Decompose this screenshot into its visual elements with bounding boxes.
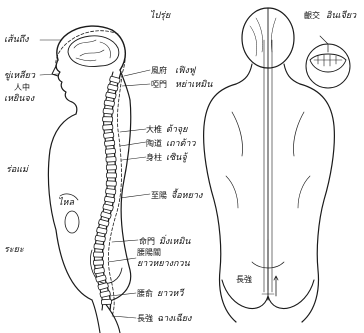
point-thai: ยาวหวี [157, 288, 185, 299]
vertebra [105, 92, 116, 99]
point-han: 啞門 [151, 80, 167, 89]
vertebra [104, 140, 114, 146]
vertebra [94, 244, 104, 250]
vertebra [103, 132, 114, 138]
vertebra [106, 181, 116, 187]
point-han: 腰陽關 [137, 248, 161, 257]
point-thai: เฟิงฟู [175, 65, 197, 76]
vertebra [94, 267, 105, 273]
point-han: 長強 [137, 313, 153, 323]
point-han: 至陽 [151, 191, 167, 200]
point-thai: หย่าเหมิน [175, 79, 213, 90]
vertebra [96, 227, 107, 234]
title-label: ไปรุ่ย [150, 9, 171, 21]
point-thai: เถาต้าว [166, 138, 196, 149]
point-thai: มิ่งเหมิน [159, 234, 191, 247]
point-han: 陶道 [146, 138, 162, 148]
point-thai: เซินจู้ [166, 152, 189, 163]
mouth-inset [306, 36, 350, 88]
point-thai: จื้อหยาง [171, 188, 203, 201]
mouth-thai-label: อินเจียว [326, 10, 357, 21]
vertebra [103, 204, 114, 211]
vertebra [105, 189, 115, 195]
sacrum-han-label: 長強 [236, 274, 252, 284]
vertebra [100, 291, 111, 298]
point-han: 腰俞 [137, 288, 153, 298]
point-han: 身柱 [146, 152, 162, 162]
vertebra [98, 282, 109, 290]
vertebra [98, 219, 109, 226]
label-top-head: เส้นถึง [4, 34, 29, 45]
vertebra [93, 252, 103, 257]
point-han: 命門 [139, 236, 155, 246]
label-belly: ไหล [58, 196, 74, 208]
vertebra [95, 275, 106, 283]
spine-vertebrae [93, 72, 121, 310]
label-face-thai: เหยินจง [4, 93, 35, 104]
label-face-han: 人中 [14, 82, 30, 92]
vertebra [100, 211, 111, 219]
vertebra [109, 76, 120, 83]
label-side: ระยะ [4, 245, 25, 255]
vertebra [104, 100, 115, 107]
vertebra-segments [93, 72, 120, 310]
vertebra [103, 117, 113, 122]
up-arrow-icon [274, 276, 278, 296]
vertebra [103, 108, 113, 114]
label-waist-mark: ร่อแม่ [6, 165, 30, 175]
vertebra [106, 173, 116, 178]
point-han: 風府 [151, 65, 167, 75]
label-face: ขู่เหลียว [4, 70, 36, 81]
back-view-figure [204, 8, 335, 322]
vertebra [107, 84, 118, 91]
vertebra [101, 299, 111, 305]
mouth-han-label: 齦交 [304, 10, 320, 20]
vertebra [93, 260, 103, 266]
brain-illustration [68, 36, 119, 67]
vertebra [103, 124, 113, 130]
point-han: 大椎 [146, 124, 162, 134]
point-thai: ยาวหยางกวน [137, 259, 191, 269]
side-view-figure [48, 26, 130, 333]
point-thai: ต้าจุย [166, 124, 188, 135]
point-thai: ฉางเฉียง [157, 313, 192, 324]
vertebra [105, 148, 115, 154]
vertebra [106, 165, 116, 170]
vertebra [104, 196, 115, 203]
vertebra [106, 157, 116, 163]
